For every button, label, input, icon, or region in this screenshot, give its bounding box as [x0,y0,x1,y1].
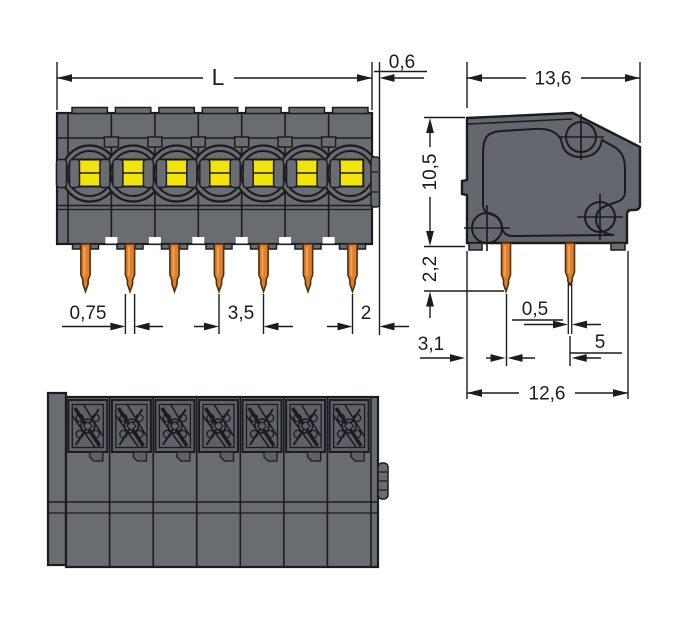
solder-pin [213,243,225,293]
dim-last-pin-to-end: 2 [327,303,409,331]
dim-pin-length: 2,2 [420,256,441,318]
dim-label-0-75: 0,75 [70,303,107,324]
solder-pin [347,243,358,293]
dim-label-3-1: 3,1 [418,334,444,355]
side-solder-pins [500,242,576,334]
clamp-window [327,398,371,463]
dim-solder-pin-dia: 0,5 [512,299,601,329]
dim-label-0-6: 0,6 [389,52,415,73]
dim-housing-height: 10,5 [420,118,441,246]
dim-end-tab: 0,6 [374,52,427,82]
clamp-window [240,398,284,463]
clamp-window [110,398,153,463]
side-foot-left [468,242,483,251]
solder-pin [258,243,269,293]
front-bottom-notches [105,237,335,244]
dim-housing-depth: 13,6 [467,69,640,90]
bottom-clamp-windows [66,398,371,463]
clamp-window [284,398,327,463]
front-view [55,106,381,293]
clamp-window [197,398,240,463]
side-foot-right [610,242,626,251]
clamp-window [66,398,110,463]
front-top-ribs [71,106,369,115]
dim-label-2-2: 2,2 [420,256,441,282]
solder-pin [80,243,91,293]
front-right-tab [370,156,381,208]
bottom-end-plate [46,391,68,567]
dim-label-5: 5 [595,332,606,353]
dim-label-0-5: 0,5 [522,299,548,320]
dim-label-3-5: 3,5 [228,303,254,324]
dim-pin-width: 0,75 [62,303,163,331]
dim-label-10-5: 10,5 [420,154,441,191]
solder-pin [124,243,136,293]
dim-base-depth: 12,6 [467,384,628,405]
dim-label-12-6: 12,6 [529,384,566,405]
dim-label-13-6: 13,6 [535,69,572,90]
bottom-pole-dividers [108,397,372,567]
front-clamp-units [55,144,380,203]
dim-pin-row-spacing: 5 [570,332,622,362]
side-housing [460,111,642,245]
solder-pin [302,243,314,293]
dim-total-length: L [57,64,372,90]
side-lid-line [467,118,573,125]
solder-pin [169,243,180,293]
bottom-view [46,391,389,569]
dimensions: L 0,6 13,6 10,5 [56,52,641,405]
front-solder-pins [71,243,367,293]
bottom-right-tab [377,462,389,500]
dim-pin-pitch: 3,5 [194,303,293,331]
extension-lines [56,62,641,399]
dim-edge-to-pin-row: 3,1 [418,334,535,362]
side-view [460,111,642,334]
dim-label-2: 2 [361,303,372,324]
clamp-window [153,398,197,463]
dim-label-L: L [212,64,225,90]
